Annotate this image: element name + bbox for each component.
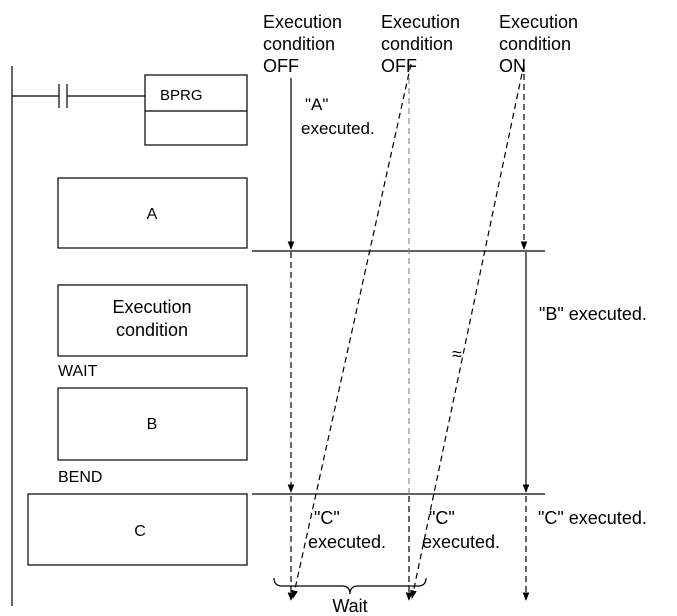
c1-executed-line1: "C" xyxy=(314,508,340,528)
block-a-label: A xyxy=(147,206,158,223)
condition-block-line1: Execution xyxy=(112,297,191,317)
column-header-1: Execution condition OFF xyxy=(263,12,342,76)
c3-executed-label: "C" executed. xyxy=(538,508,647,528)
header-3-line1: Execution xyxy=(499,12,578,32)
col2-diagonal-arrow xyxy=(291,63,412,599)
wait-brace xyxy=(273,577,427,595)
header-2-line2: condition xyxy=(381,34,453,54)
block-c-label: C xyxy=(134,523,146,540)
break-mark: ≈ xyxy=(452,344,462,364)
header-3-line2: condition xyxy=(499,34,571,54)
header-2-line1: Execution xyxy=(381,12,460,32)
col3-diagonal-arrow xyxy=(410,63,525,599)
column-header-2: Execution condition OFF xyxy=(381,12,460,76)
condition-block-line2: condition xyxy=(116,320,188,340)
column-header-3: Execution condition ON xyxy=(499,12,578,76)
header-1-line1: Execution xyxy=(263,12,342,32)
header-2-line3: OFF xyxy=(381,56,417,76)
execution-condition-block xyxy=(57,284,248,357)
block-a xyxy=(57,177,248,249)
block-b-label: B xyxy=(147,416,158,433)
wait-instruction-label: WAIT xyxy=(58,363,98,380)
c2-executed-line2: executed. xyxy=(422,532,500,552)
c1-executed-line2: executed. xyxy=(308,532,386,552)
a-executed-line2: executed. xyxy=(301,119,375,138)
wait-label: Wait xyxy=(332,596,367,616)
header-1-line3: OFF xyxy=(263,56,299,76)
block-b xyxy=(57,387,248,461)
header-3-line3: ON xyxy=(499,56,526,76)
header-1-line2: condition xyxy=(263,34,335,54)
bprg-label: BPRG xyxy=(160,87,203,104)
bprg-instruction-box xyxy=(144,74,248,146)
a-executed-line1: "A" xyxy=(305,95,328,114)
block-c xyxy=(27,493,248,566)
c2-executed-line1: "C" xyxy=(429,508,455,528)
b-executed-label: "B" executed. xyxy=(539,304,647,324)
bend-instruction-label: BEND xyxy=(58,469,102,486)
